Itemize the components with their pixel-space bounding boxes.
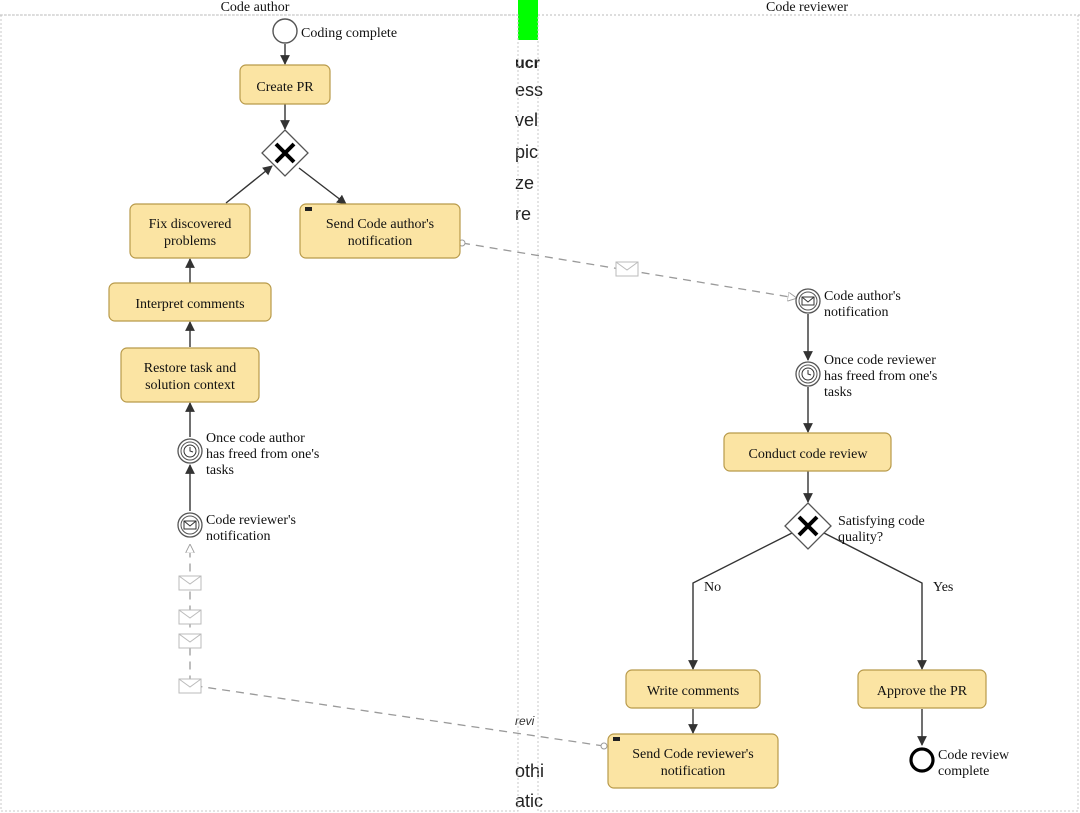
bg-fragment: vel xyxy=(515,110,538,130)
task-write-comments[interactable]: Write comments xyxy=(625,669,761,709)
task-label: problems xyxy=(164,234,216,249)
start-event-label: Coding complete xyxy=(301,26,397,41)
task-label: Send Code reviewer's xyxy=(632,747,754,762)
envelope-icon xyxy=(178,633,202,649)
envelope-icon xyxy=(801,296,815,306)
lane-code-reviewer: Code reviewer xyxy=(537,0,1080,812)
message-event-reviewer: Code author's notification xyxy=(795,288,901,320)
task-label: notification xyxy=(661,764,726,779)
envelope-icon xyxy=(178,609,202,625)
task-label: Write comments xyxy=(647,684,739,699)
task-fix-discovered-problems[interactable]: Fix discovered problems xyxy=(129,203,251,259)
envelope-icon xyxy=(183,520,197,530)
lane-border xyxy=(0,14,519,812)
message-label: Code author's xyxy=(824,289,901,304)
end-event-label: Code review xyxy=(938,748,1010,763)
bg-fragment: ucr xyxy=(515,55,540,72)
reviewer-sequence-flows xyxy=(688,314,927,746)
lane-code-author: Code author xyxy=(0,0,519,812)
task-send-reviewer-notification[interactable]: Send Code reviewer's notification xyxy=(607,733,779,789)
task-label: solution context xyxy=(145,378,235,393)
envelope-icon xyxy=(615,261,639,277)
end-event-label: complete xyxy=(938,764,989,779)
task-approve-pr[interactable]: Approve the PR xyxy=(857,669,987,709)
task-label: Fix discovered xyxy=(149,217,232,232)
task-interpret-comments[interactable]: Interpret comments xyxy=(108,282,272,322)
envelope-icon xyxy=(178,575,202,591)
end-event-code-review-complete: Code review complete xyxy=(909,747,1010,779)
bg-fragment: re xyxy=(515,204,531,224)
envelope-icon xyxy=(178,678,202,694)
exclusive-gateway-author xyxy=(261,129,309,177)
task-restore-context[interactable]: Restore task and solution context xyxy=(120,347,260,403)
message-event-author: Code reviewer's notification xyxy=(177,512,296,544)
task-label: Approve the PR xyxy=(877,684,968,699)
message-label: Code reviewer's xyxy=(206,513,296,528)
timer-label: Once code author xyxy=(206,431,305,446)
lane-title-reviewer: Code reviewer xyxy=(766,0,848,15)
task-label: Restore task and xyxy=(144,361,237,376)
send-message-icon xyxy=(613,737,620,741)
task-label: Create PR xyxy=(256,80,314,95)
timer-label: has freed from one's xyxy=(206,447,319,462)
start-event-coding-complete: Coding complete xyxy=(272,18,397,44)
message-label: notification xyxy=(206,529,271,544)
timer-label: has freed from one's xyxy=(824,369,937,384)
timer-event-author: Once code author has freed from one's ta… xyxy=(177,431,319,478)
bg-fragment: othi xyxy=(515,761,544,781)
timer-label: tasks xyxy=(824,385,852,400)
bg-fragment: ess xyxy=(515,80,543,100)
message-flow-reviewer-to-author xyxy=(190,545,605,747)
bg-fragment: revi xyxy=(515,714,535,728)
gateway-label: quality? xyxy=(838,530,883,545)
task-label: Send Code author's xyxy=(326,217,434,232)
task-create-pr[interactable]: Create PR xyxy=(239,64,331,105)
bg-fragment: pic xyxy=(515,142,538,162)
author-sequence-flows xyxy=(185,44,347,511)
task-label: Conduct code review xyxy=(749,447,869,462)
timer-event-reviewer: Once code reviewer has freed from one's … xyxy=(795,353,937,400)
bg-fragment: atic xyxy=(515,791,543,811)
gateway-label: Satisfying code xyxy=(838,514,925,529)
background-text-fragments: ucr ess vel pic ze re revi othi atic xyxy=(515,0,544,811)
send-message-icon xyxy=(305,207,312,211)
green-marker xyxy=(518,0,538,40)
timer-label: Once code reviewer xyxy=(824,353,936,368)
message-flows xyxy=(178,239,796,750)
exclusive-gateway-reviewer: Satisfying code quality? xyxy=(784,502,925,550)
bg-fragment: ze xyxy=(515,173,534,193)
task-send-author-notification[interactable]: Send Code author's notification xyxy=(299,203,461,259)
task-label: Interpret comments xyxy=(135,297,244,312)
task-label: notification xyxy=(348,234,413,249)
task-conduct-code-review[interactable]: Conduct code review xyxy=(723,432,892,472)
branch-label-no: No xyxy=(704,580,721,595)
message-label: notification xyxy=(824,305,889,320)
branch-label-yes: Yes xyxy=(933,580,953,595)
timer-label: tasks xyxy=(206,463,234,478)
lane-title-author: Code author xyxy=(221,0,290,15)
